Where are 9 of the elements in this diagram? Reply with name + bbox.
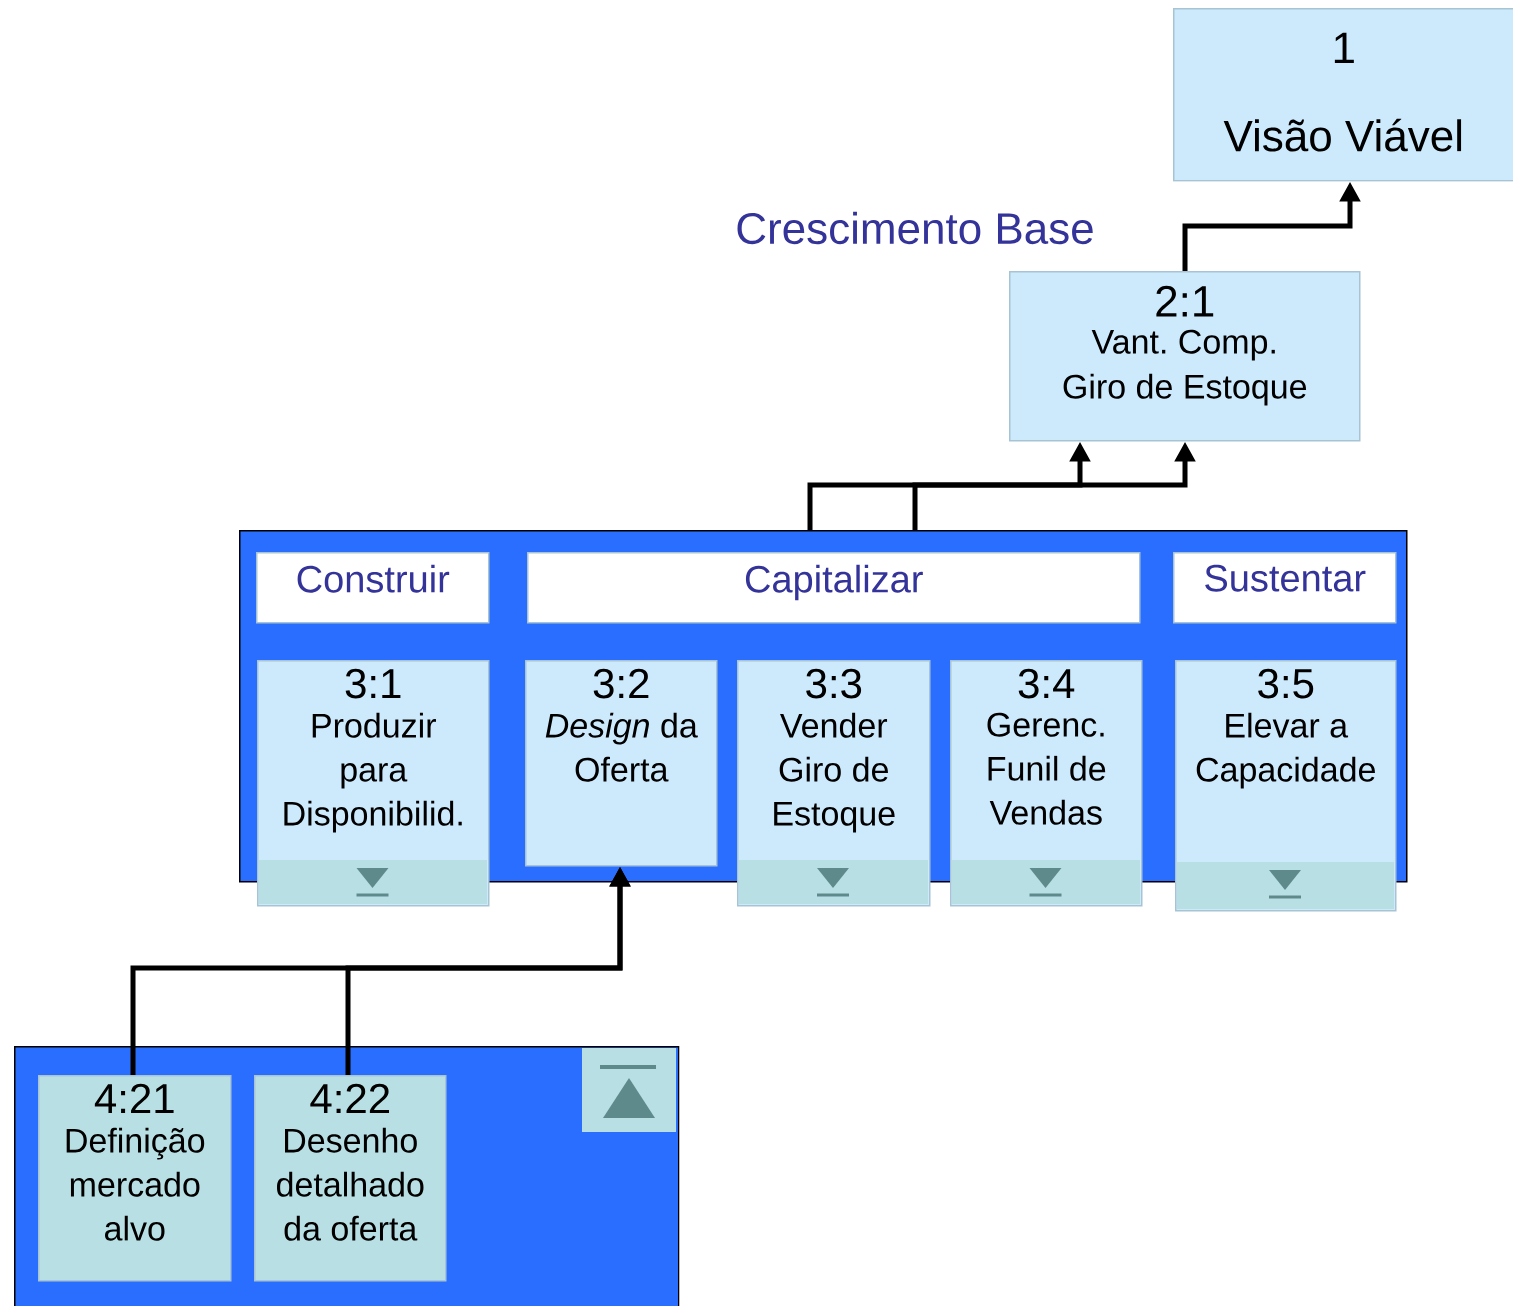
process-box: 3:2 Design da Oferta	[525, 660, 718, 867]
process-box: 4:21 Definição mercado alvo	[38, 1075, 232, 1282]
process-box: 2:1 Vant. Comp. Giro de Estoque	[1009, 271, 1361, 442]
goal-box: 1 Visão Viável	[1173, 8, 1513, 182]
section-title: Crescimento Base	[737, 211, 1093, 245]
phase-header: Capitalizar	[527, 552, 1141, 624]
phase-header: Construir	[256, 552, 490, 624]
process-box: 4:22 Desenho detalhado da oferta	[254, 1075, 447, 1282]
phase-header: Sustentar	[1173, 552, 1397, 624]
